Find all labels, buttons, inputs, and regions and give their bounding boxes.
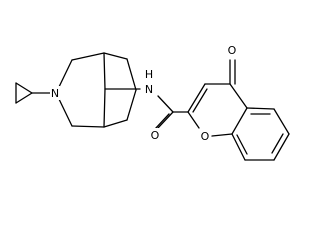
amine-n-text: N: [51, 87, 59, 100]
cyclopropyl-ring: [15, 82, 33, 104]
ring-oxygen-label: O: [200, 129, 211, 143]
bicyclic-amine-cage: [57, 52, 137, 128]
amide-n-text: N: [145, 83, 153, 96]
pyranone-ring: [187, 59, 248, 137]
amide-h-text: H: [145, 68, 153, 81]
ring-o-text: O: [201, 130, 210, 143]
ketone-oxygen-label: O: [227, 43, 238, 57]
benzene-ring: [231, 107, 290, 161]
carbonyl-o-text: O: [151, 129, 160, 142]
molecule-structure-diagram: N H N O O O: [15, 43, 290, 161]
amide-group: [154, 95, 189, 130]
carbonyl-oxygen-label: O: [149, 128, 160, 142]
amide-nh-label: H N: [141, 67, 157, 96]
amine-nitrogen-label: N: [50, 86, 60, 100]
ketone-o-text: O: [228, 44, 237, 57]
